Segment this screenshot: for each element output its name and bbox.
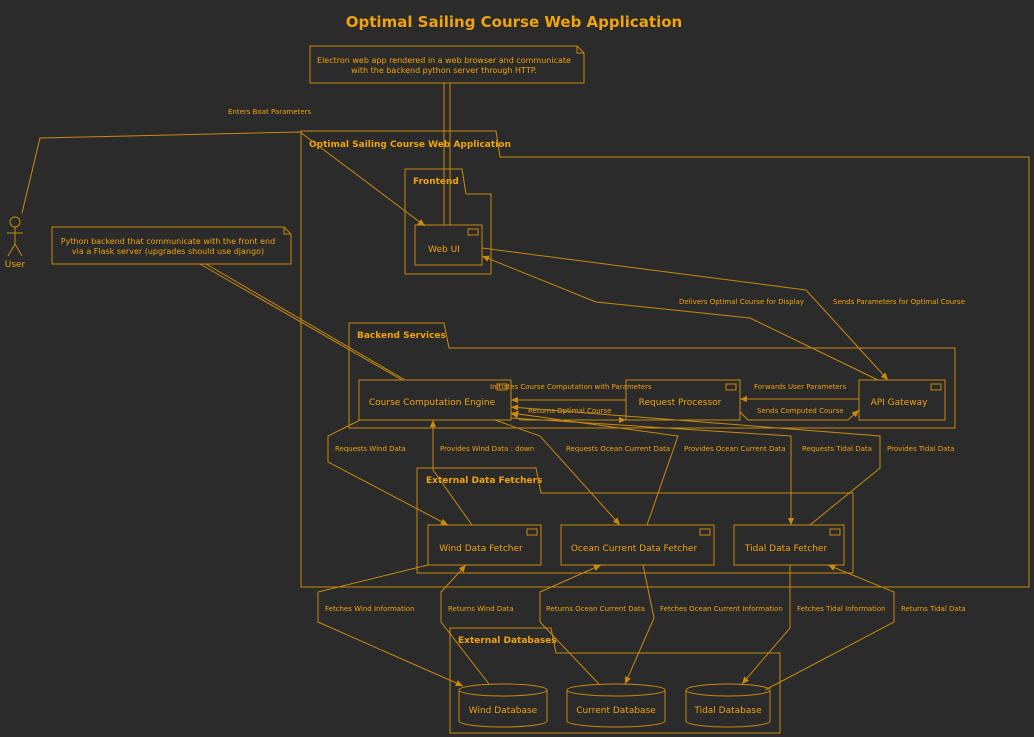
edge-prov-wind-label: Provides Wind Data : down	[440, 445, 534, 453]
note-backend: Python backend that communicate with the…	[51, 226, 292, 265]
database-tidal[interactable]: Tidal Database	[685, 683, 771, 728]
edge-delivers-course-label: Delivers Optimal Course for Display	[679, 298, 804, 306]
edge-enters-params: Enters Boat Parameters	[21, 108, 426, 227]
note-frontend: Electron web app rendered in a web brows…	[309, 45, 585, 84]
edge-sends-params-label: Sends Parameters for Optimal Course	[833, 298, 965, 306]
tidal-fetcher-label: Tidal Data Fetcher	[744, 544, 828, 554]
edge-prov-wind: Provides Wind Data : down	[429, 420, 534, 526]
note-backend-connector-a	[199, 263, 403, 381]
package-app: Optimal Sailing Course Web Application	[300, 130, 1030, 588]
edge-returns-course-label: Returns Optimal Course	[528, 407, 611, 415]
gateway-label: API Gateway	[871, 398, 929, 408]
edge-enters-params-label: Enters Boat Parameters	[228, 108, 311, 116]
edge-prov-tidal-label: Provides Tidal Data	[887, 445, 954, 453]
edge-ret-ocean: Returns Ocean Current Data	[539, 564, 645, 685]
edge-fetch-ocean-label: Fetches Ocean Current Information	[660, 605, 783, 613]
edge-fetch-tidal: Fetches Tidal Information	[741, 565, 886, 685]
package-databases-label: External Databases	[458, 636, 557, 646]
web-ui-label: Web UI	[428, 245, 460, 255]
edge-ret-ocean-label: Returns Ocean Current Data	[546, 605, 645, 613]
note-frontend-line-2: with the backend python server through H…	[351, 66, 537, 75]
package-frontend-label: Frontend	[413, 177, 459, 187]
component-tidal-fetcher[interactable]: Tidal Data Fetcher	[733, 524, 845, 566]
tidal-database-label: Tidal Database	[693, 706, 762, 716]
edge-req-tidal-label: Requests Tidal Data	[802, 445, 872, 453]
package-fetchers: External Data Fetchers	[416, 467, 854, 574]
edge-initiates-label: Initiates Course Computation with Parame…	[490, 383, 652, 391]
note-backend-line-2: via a Flask server (upgrades should use …	[72, 247, 264, 256]
edge-fetch-wind-label: Fetches Wind Information	[325, 605, 415, 613]
package-app-label: Optimal Sailing Course Web Application	[309, 140, 511, 150]
edge-ret-wind: Returns Wind Data	[440, 564, 514, 685]
component-ocean-fetcher[interactable]: Ocean Current Data Fetcher	[560, 524, 715, 566]
edge-forwards: Forwards User Parameters	[740, 383, 859, 403]
diagram-title: Optimal Sailing Course Web Application	[346, 13, 682, 31]
package-fetchers-label: External Data Fetchers	[426, 476, 542, 486]
component-engine[interactable]: Course Computation Engine	[358, 379, 512, 421]
current-database-label: Current Database	[576, 706, 656, 716]
edge-delivers-course: Delivers Optimal Course for Display	[481, 255, 879, 381]
edge-req-tidal: Requests Tidal Data	[510, 417, 872, 525]
processor-label: Request Processor	[639, 398, 722, 408]
edge-returns-course: Returns Optimal Course	[510, 407, 626, 424]
ocean-fetcher-label: Ocean Current Data Fetcher	[571, 544, 698, 554]
user-actor: User	[5, 216, 26, 270]
edge-sends-computed: Sends Computed Course	[739, 407, 860, 421]
edge-req-wind: Requests Wind Data	[327, 419, 449, 526]
edge-sends-computed-label: Sends Computed Course	[757, 407, 844, 415]
note-backend-connector-b	[205, 263, 406, 381]
edge-prov-ocean-label: Provides Ocean Current Data	[684, 445, 786, 453]
package-frontend: Frontend	[404, 168, 492, 275]
note-frontend-line-1: Electron web app rendered in a web brows…	[317, 56, 571, 65]
edge-ret-tidal-label: Returns Tidal Data	[901, 605, 966, 613]
edge-fetch-wind: Fetches Wind Information	[317, 564, 464, 687]
edge-ret-wind-label: Returns Wind Data	[448, 605, 514, 613]
edge-ret-tidal: Returns Tidal Data	[764, 564, 966, 691]
edge-req-ocean-label: Requests Ocean Current Data	[566, 445, 670, 453]
database-wind[interactable]: Wind Database	[458, 683, 548, 728]
edge-initiates: Initiates Course Computation with Parame…	[490, 383, 652, 404]
package-databases: External Databases	[449, 627, 781, 734]
component-wind-fetcher[interactable]: Wind Data Fetcher	[427, 524, 542, 566]
package-backend: Backend Services	[348, 322, 956, 429]
edge-req-ocean: Requests Ocean Current Data	[494, 419, 670, 526]
edge-sends-params: Sends Parameters for Optimal Course	[481, 247, 965, 381]
wind-database-label: Wind Database	[469, 706, 538, 716]
package-backend-label: Backend Services	[357, 331, 446, 341]
edge-forwards-label: Forwards User Parameters	[754, 383, 847, 391]
component-web-ui[interactable]: Web UI	[414, 224, 483, 266]
edge-fetch-ocean: Fetches Ocean Current Information	[624, 564, 783, 685]
edge-fetch-tidal-label: Fetches Tidal Information	[797, 605, 886, 613]
edge-req-wind-label: Requests Wind Data	[335, 445, 406, 453]
engine-label: Course Computation Engine	[369, 398, 496, 408]
user-label: User	[5, 260, 26, 270]
edge-prov-tidal: Provides Tidal Data	[510, 404, 954, 526]
note-backend-line-1: Python backend that communicate with the…	[61, 237, 275, 246]
wind-fetcher-label: Wind Data Fetcher	[439, 544, 523, 554]
edge-prov-ocean: Provides Ocean Current Data	[510, 410, 786, 526]
database-current[interactable]: Current Database	[566, 683, 666, 728]
component-gateway[interactable]: API Gateway	[858, 379, 946, 421]
